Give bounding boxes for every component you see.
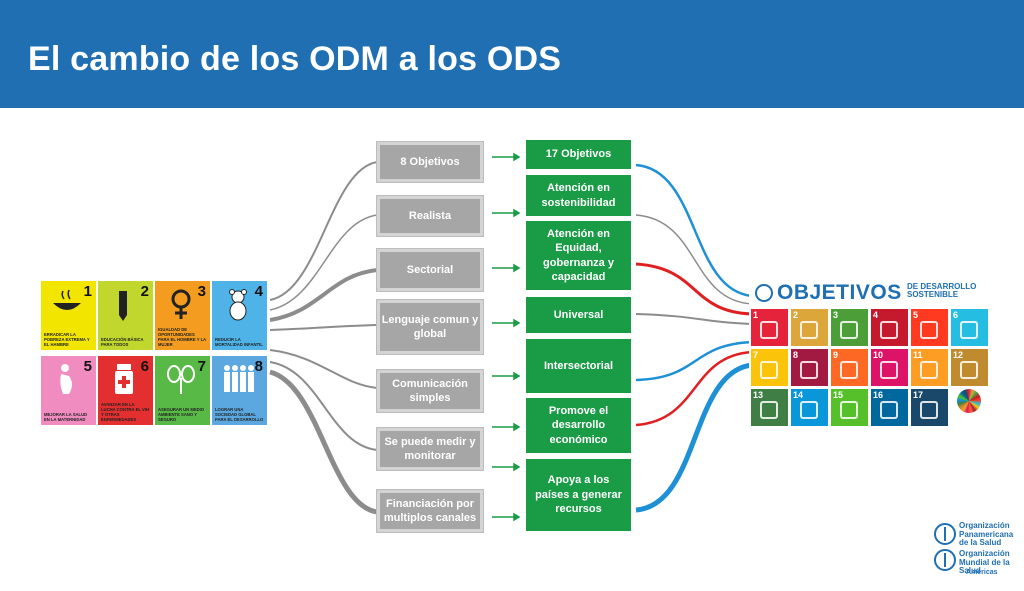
odm-item-8-objetivos: 8 Objetivos bbox=[376, 141, 484, 183]
left-connector-1 bbox=[269, 161, 378, 301]
medicine-bottle-icon bbox=[115, 364, 133, 394]
right-connector-2 bbox=[635, 214, 753, 305]
mdg-tile-4: 4Reducir la mortalidad infantil bbox=[212, 281, 267, 350]
sdg-goal-7: 7 bbox=[751, 349, 788, 386]
sdg-goal-4: 4 bbox=[871, 309, 908, 346]
sdg-goal-5: 5 bbox=[911, 309, 948, 346]
odm-item-realista: Realista bbox=[376, 195, 484, 237]
sdg-goal-12: 12 bbox=[951, 349, 988, 386]
left-connector-7 bbox=[269, 369, 378, 515]
mdg-tile-8: 8Lograr una sociedad global para el desa… bbox=[212, 356, 267, 425]
ods-item-17-objetivos: 17 Objetivos bbox=[526, 140, 631, 169]
left-connector-5 bbox=[269, 349, 378, 389]
left-connector-2 bbox=[269, 214, 378, 311]
sdg-goal-glyph-icon bbox=[800, 321, 818, 339]
pencil-icon bbox=[119, 291, 127, 321]
odm-item-medir: Se puede medir y monitorar bbox=[376, 427, 484, 471]
odm-item-lenguaje: Lenguaje comun y global bbox=[376, 299, 484, 355]
sdg-goal-15: 15 bbox=[831, 389, 868, 426]
sdg-goal-2: 2 bbox=[791, 309, 828, 346]
sdg-goal-glyph-icon bbox=[800, 361, 818, 379]
ops-emblem-icon bbox=[934, 523, 956, 545]
female-symbol-icon bbox=[171, 289, 191, 319]
teddy-bear-icon bbox=[229, 289, 247, 321]
leaf-icon bbox=[167, 365, 195, 394]
right-connector-1 bbox=[635, 163, 753, 298]
header-bar: El cambio de los ODM a los ODS bbox=[0, 0, 1024, 108]
un-emblem-icon bbox=[755, 284, 773, 302]
sdg-goal-glyph-icon bbox=[800, 401, 818, 419]
sdg-goal-6: 6 bbox=[951, 309, 988, 346]
right-connector-5 bbox=[635, 340, 753, 382]
ods-item-recursos: Apoya a los países a generar recursos bbox=[526, 459, 631, 531]
ods-item-desarrollo: Promove el desarrollo económico bbox=[526, 398, 631, 453]
mdg-tile-6: 6Avanzar en la lucha contra el VIH y otr… bbox=[98, 356, 153, 425]
left-connector-4 bbox=[269, 324, 378, 331]
sdg-goal-1: 1 bbox=[751, 309, 788, 346]
people-group-icon bbox=[224, 365, 254, 392]
mdg-tile-3: 3Igualdad de oportunidades para el hombr… bbox=[155, 281, 210, 350]
sdg-goal-glyph-icon bbox=[880, 401, 898, 419]
sdg-goal-8: 8 bbox=[791, 349, 828, 386]
left-connector-3 bbox=[269, 268, 378, 322]
ods-item-sostenibilidad: Atención en sostenibilidad bbox=[526, 175, 631, 216]
mdg-tile-7: 7Asegurar un medio ambiente sano y segur… bbox=[155, 356, 210, 425]
sdg-goal-3: 3 bbox=[831, 309, 868, 346]
sdg-goal-16: 16 bbox=[871, 389, 908, 426]
sdg-goal-glyph-icon bbox=[920, 361, 938, 379]
sdg-goal-glyph-icon bbox=[880, 321, 898, 339]
bowl-icon bbox=[53, 289, 81, 310]
ods-item-intersectorial: Intersectorial bbox=[526, 339, 631, 393]
who-emblem-icon bbox=[934, 549, 956, 571]
sdg-wheel-icon bbox=[957, 389, 981, 413]
left-connector-6 bbox=[269, 361, 378, 451]
mdg-tile-1: 1Erradicar la pobreza extrema y el hambr… bbox=[41, 281, 96, 350]
sdg-goal-11: 11 bbox=[911, 349, 948, 386]
sdg-goal-14: 14 bbox=[791, 389, 828, 426]
right-connector-7 bbox=[635, 362, 753, 513]
sdg-goal-glyph-icon bbox=[920, 401, 938, 419]
sdg-goal-glyph-icon bbox=[840, 401, 858, 419]
odm-item-comunicacion: Comunicación simples bbox=[376, 369, 484, 413]
ods-item-universal: Universal bbox=[526, 297, 631, 333]
right-connector-3 bbox=[635, 262, 753, 316]
sdg-goal-17: 17 bbox=[911, 389, 948, 426]
right-connector-4 bbox=[635, 313, 753, 325]
pregnant-woman-icon bbox=[60, 364, 72, 394]
sdg-goal-glyph-icon bbox=[960, 321, 978, 339]
sdg-goal-glyph-icon bbox=[760, 361, 778, 379]
mdg-tile-5: 5Mejorar la salud en la maternidad bbox=[41, 356, 96, 425]
odm-item-sectorial: Sectorial bbox=[376, 248, 484, 292]
ods-item-equidad: Atención en Equidad, gobernanza y capaci… bbox=[526, 221, 631, 290]
sdg-title: OBJETIVOS bbox=[777, 281, 902, 304]
sdg-goal-glyph-icon bbox=[840, 321, 858, 339]
sdg-goal-glyph-icon bbox=[920, 321, 938, 339]
mdg-tile-2: 2Educación básica para todos bbox=[98, 281, 153, 350]
page-title: El cambio de los ODM a los ODS bbox=[28, 40, 562, 78]
odm-item-financiacion: Financiación por multiplos canales bbox=[376, 489, 484, 533]
sdg-goal-glyph-icon bbox=[960, 361, 978, 379]
sdg-goal-glyph-icon bbox=[880, 361, 898, 379]
sdg-goal-glyph-icon bbox=[760, 401, 778, 419]
sdg-goal-9: 9 bbox=[831, 349, 868, 386]
sdg-goal-glyph-icon bbox=[760, 321, 778, 339]
right-connector-6 bbox=[635, 350, 753, 427]
sdg-goal-13: 13 bbox=[751, 389, 788, 426]
sdg-goal-glyph-icon bbox=[840, 361, 858, 379]
sdg-goal-10: 10 bbox=[871, 349, 908, 386]
region-label: Américas bbox=[966, 569, 998, 576]
